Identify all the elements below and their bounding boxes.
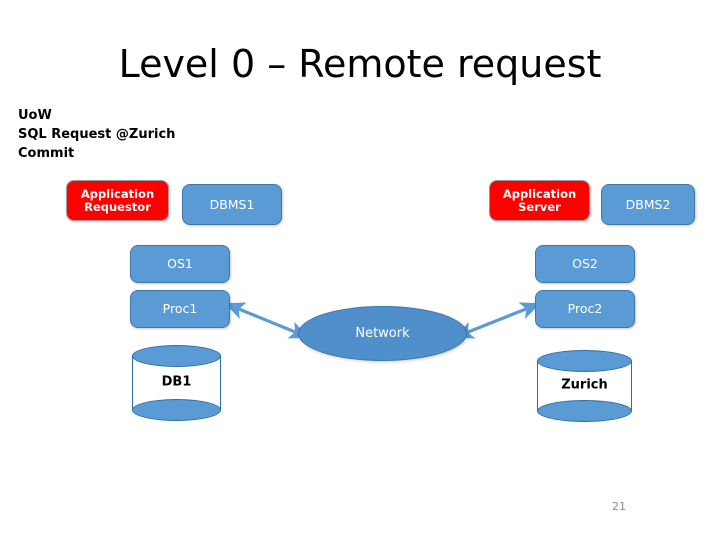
node-os2[interactable]: OS2 bbox=[535, 245, 635, 283]
node-os1[interactable]: OS1 bbox=[130, 245, 230, 283]
node-db1-cylinder[interactable]: DB1 bbox=[132, 345, 221, 421]
node-dbms2-label: DBMS2 bbox=[625, 196, 671, 212]
cylinder-bottom-ellipse bbox=[537, 400, 632, 422]
uow-line-3: Commit bbox=[18, 146, 75, 161]
arrow-network-proc2 bbox=[453, 302, 541, 339]
arrow-proc1-network bbox=[224, 302, 310, 339]
uow-text-block: UoW SQL Request @Zurich Commit bbox=[18, 106, 175, 163]
cylinder-top-ellipse bbox=[132, 345, 221, 367]
node-application-server-label: Application Server bbox=[502, 186, 577, 214]
node-dbms2[interactable]: DBMS2 bbox=[601, 184, 695, 225]
cylinder-bottom-ellipse bbox=[132, 399, 221, 421]
node-os2-label: OS2 bbox=[572, 256, 598, 271]
node-os1-label: OS1 bbox=[167, 256, 193, 271]
node-zurich-cylinder[interactable]: Zurich bbox=[537, 350, 632, 422]
node-proc1-label: Proc1 bbox=[162, 301, 198, 316]
node-application-requestor[interactable]: Application Requestor bbox=[66, 180, 169, 221]
node-application-requestor-label: Application Requestor bbox=[80, 186, 155, 214]
page-title: Level 0 – Remote request bbox=[118, 42, 602, 86]
cylinder-top-ellipse bbox=[537, 350, 632, 372]
node-dbms1[interactable]: DBMS1 bbox=[182, 184, 282, 225]
node-proc2[interactable]: Proc2 bbox=[535, 290, 635, 328]
uow-line-2: SQL Request @Zurich bbox=[18, 127, 176, 142]
node-network[interactable]: Network bbox=[298, 306, 467, 361]
node-application-server[interactable]: Application Server bbox=[489, 180, 590, 221]
node-network-label: Network bbox=[355, 326, 410, 341]
page-number: 21 bbox=[612, 500, 626, 513]
uow-line-1: UoW bbox=[18, 108, 52, 123]
node-dbms1-label: DBMS1 bbox=[209, 196, 255, 212]
node-zurich-label: Zurich bbox=[561, 377, 608, 393]
node-proc2-label: Proc2 bbox=[567, 301, 603, 316]
node-db1-label: DB1 bbox=[161, 374, 192, 390]
node-proc1[interactable]: Proc1 bbox=[130, 290, 230, 328]
